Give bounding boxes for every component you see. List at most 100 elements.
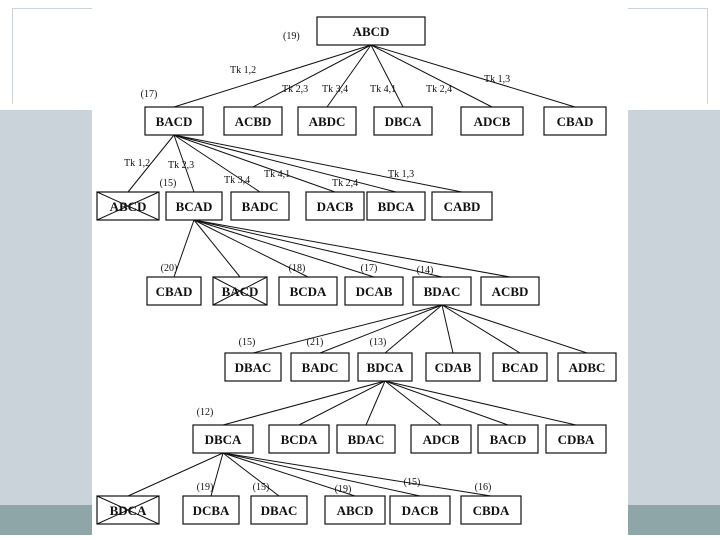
tree-node-f2: DCBA(19) — [182, 482, 240, 525]
node-label: BDCA — [378, 199, 415, 214]
node-box — [412, 276, 472, 306]
node-box — [250, 495, 308, 525]
node-cost-label: (14) — [417, 265, 434, 276]
tree-node-d3: BDCA (13) — [357, 337, 413, 382]
edge-label-a1-b1: Tk 1,2 — [124, 158, 150, 169]
tree-node-f5: DACB(15) — [389, 477, 451, 525]
tree-edge-d3-e2 — [298, 380, 386, 426]
node-cost-label: (18) — [289, 263, 306, 274]
node-label: BADC — [302, 360, 339, 375]
node-label: ACBD — [235, 114, 272, 129]
node-label: ADBC — [569, 360, 606, 375]
edge-label-r-a1: Tk 1,2 — [230, 65, 256, 76]
node-box — [224, 352, 282, 382]
node-label: DCBA — [193, 503, 230, 518]
tree-edge-a1-b4 — [173, 134, 336, 193]
edge-layer: Tk 1,2 Tk 2,3 Tk 3,4 Tk 4,1 Tk 2,4 Tk 1,3 Tk 1… — [124, 44, 588, 497]
node-label: ABCD — [353, 24, 390, 39]
tree-edge-a1-b1 — [127, 134, 175, 193]
node-cost-label: (13) — [370, 337, 387, 348]
node-label: DACB — [317, 199, 354, 214]
node-box — [373, 106, 433, 136]
node-box — [268, 424, 330, 454]
node-cross-line — [96, 495, 160, 525]
tree-edge-e1-f3 — [222, 452, 280, 497]
edge-label-r-a5: Tk 2,4 — [426, 84, 452, 95]
tree-edge-c5-d3 — [384, 304, 443, 354]
node-box — [230, 191, 290, 221]
node-label: CDAB — [435, 360, 472, 375]
node-cost-label: (15) — [253, 482, 270, 493]
edge-label-a1-b4: Tk 4,1 — [264, 169, 290, 180]
node-label: ADCB — [474, 114, 511, 129]
tree-node-e6: CDBA — [545, 424, 607, 454]
node-label: BDAC — [424, 284, 461, 299]
tree-node-b3: BADC — [230, 191, 290, 221]
tree-node-e3: BDAC — [336, 424, 396, 454]
node-box — [460, 106, 524, 136]
node-cost-label: (19) — [335, 484, 352, 495]
node-box — [324, 495, 386, 525]
edge-label-r-a6: Tk 1,3 — [484, 74, 510, 85]
node-box — [146, 276, 202, 306]
node-box — [192, 424, 254, 454]
tree-edge-d3-e5 — [384, 380, 509, 426]
node-label: CBAD — [557, 114, 594, 129]
tree-node-f1: BDCA — [96, 495, 160, 525]
node-label: BDCA — [367, 360, 404, 375]
node-box — [290, 352, 350, 382]
diagram-canvas: Tk 1,2 Tk 2,3 Tk 3,4 Tk 4,1 Tk 2,4 Tk 1,3 Tk 1… — [92, 0, 628, 540]
node-cost-label: (15) — [404, 477, 421, 488]
tree-edge-c5-d1 — [252, 304, 443, 354]
node-cost-label: (12) — [197, 407, 214, 418]
tree-edge-a1-b3 — [173, 134, 261, 193]
tree-edge-e1-f2 — [210, 452, 224, 497]
tree-edge-b2-c5 — [193, 219, 443, 278]
node-box — [182, 495, 240, 525]
node-box — [357, 352, 413, 382]
tree-node-c6: ACBD — [480, 276, 540, 306]
tree-edge-c5-d5 — [441, 304, 521, 354]
node-label: CDBA — [558, 432, 595, 447]
tree-node-c3: BCDA(18) — [278, 263, 338, 306]
node-box — [480, 276, 540, 306]
tree-edge-r-a5 — [370, 44, 493, 108]
node-box — [543, 106, 607, 136]
tree-edge-d3-e4 — [384, 380, 442, 426]
tree-node-a3: ABDC — [297, 106, 357, 136]
tree-edge-r-a1 — [173, 44, 372, 108]
node-box — [460, 495, 522, 525]
edge-label-a1-b3: Tk 3,4 — [224, 175, 250, 186]
tree-node-c5: BDAC (14) — [412, 265, 472, 306]
node-box — [389, 495, 451, 525]
tree-edge-b2-c4 — [193, 219, 375, 278]
tree-node-f3: DBAC(15) — [250, 482, 308, 525]
search-tree-diagram: Tk 1,2 Tk 2,3 Tk 3,4 Tk 4,1 Tk 2,4 Tk 1,3 Tk 1… — [96, 16, 617, 525]
tree-node-e5: BACD — [477, 424, 539, 454]
tree-node-a5: ADCB — [460, 106, 524, 136]
tree-node-a2: ACBD — [223, 106, 283, 136]
tree-edge-c5-d4 — [441, 304, 454, 354]
tree-node-c2: BACD — [212, 276, 268, 306]
node-label: BCAD — [502, 360, 539, 375]
node-label: BACD — [490, 432, 527, 447]
node-label: ABDC — [309, 114, 346, 129]
edge-label-r-a2: Tk 2,3 — [282, 84, 308, 95]
node-cross-line — [212, 276, 268, 306]
node-label: BCDA — [281, 432, 318, 447]
node-box — [431, 191, 493, 221]
node-box — [297, 106, 357, 136]
node-box — [344, 276, 404, 306]
edge-label-r-a3: Tk 3,4 — [322, 84, 348, 95]
tree-edge-b2-c1 — [173, 219, 195, 278]
node-label: BACD — [222, 284, 259, 299]
tree-node-f4: ABCD (19) — [324, 484, 386, 525]
tree-node-f6: CBDA(16) — [460, 482, 522, 525]
tree-edge-b2-c6 — [193, 219, 511, 278]
node-label: ABCD — [337, 503, 374, 518]
tree-node-a6: CBAD — [543, 106, 607, 136]
node-label: DBCA — [205, 432, 242, 447]
tree-edge-e1-f1 — [127, 452, 224, 497]
edge-label-r-a4: Tk 4,1 — [370, 84, 396, 95]
node-label: CABD — [444, 199, 481, 214]
